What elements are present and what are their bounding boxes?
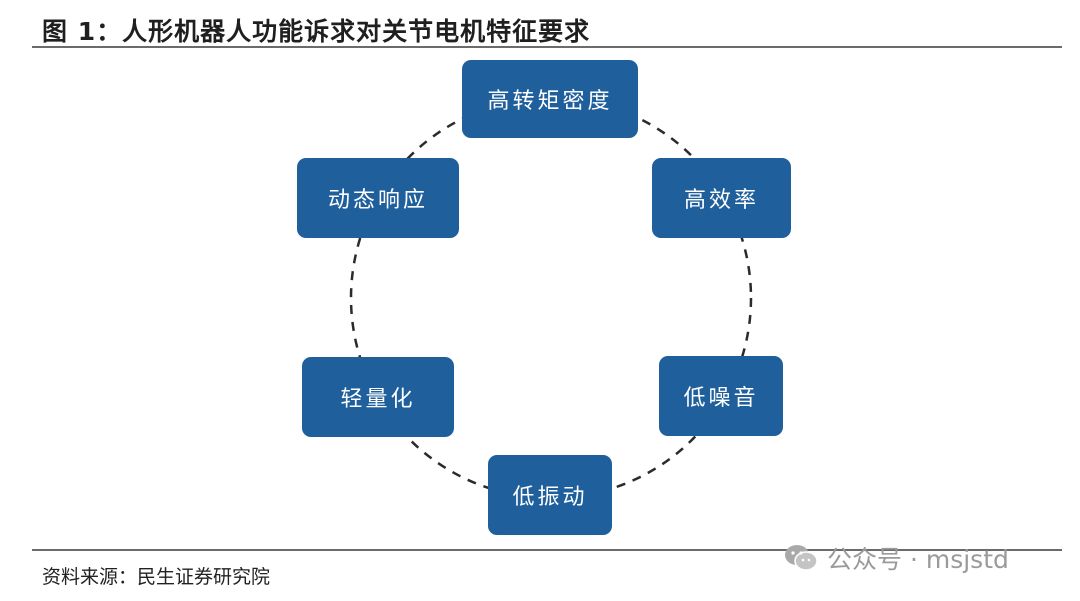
source-rule [32,549,1062,551]
watermark-text: 公众号 · msjstd [827,545,1009,574]
figure-title: 图 1：人形机器人功能诉求对关节电机特征要求 [42,17,591,46]
wechat-icon [785,545,818,571]
watermark: 公众号 · msjstd [783,540,1009,576]
title-rule [32,46,1062,48]
node-lightweight: 轻量化 [302,357,454,437]
node-dynamic-response: 动态响应 [297,158,459,238]
node-label: 低振动 [512,485,588,510]
source-note: 资料来源：民生证券研究院 [42,566,271,588]
node-label: 高效率 [683,188,759,213]
node-label: 动态响应 [327,188,428,213]
node-label: 低噪音 [683,386,759,411]
node-low-vibration: 低振动 [488,455,612,535]
node-label: 高转矩密度 [487,89,613,114]
node-low-noise: 低噪音 [659,356,783,436]
node-label: 轻量化 [340,387,416,412]
node-high-efficiency: 高效率 [652,158,791,238]
node-torque-density: 高转矩密度 [462,60,638,138]
